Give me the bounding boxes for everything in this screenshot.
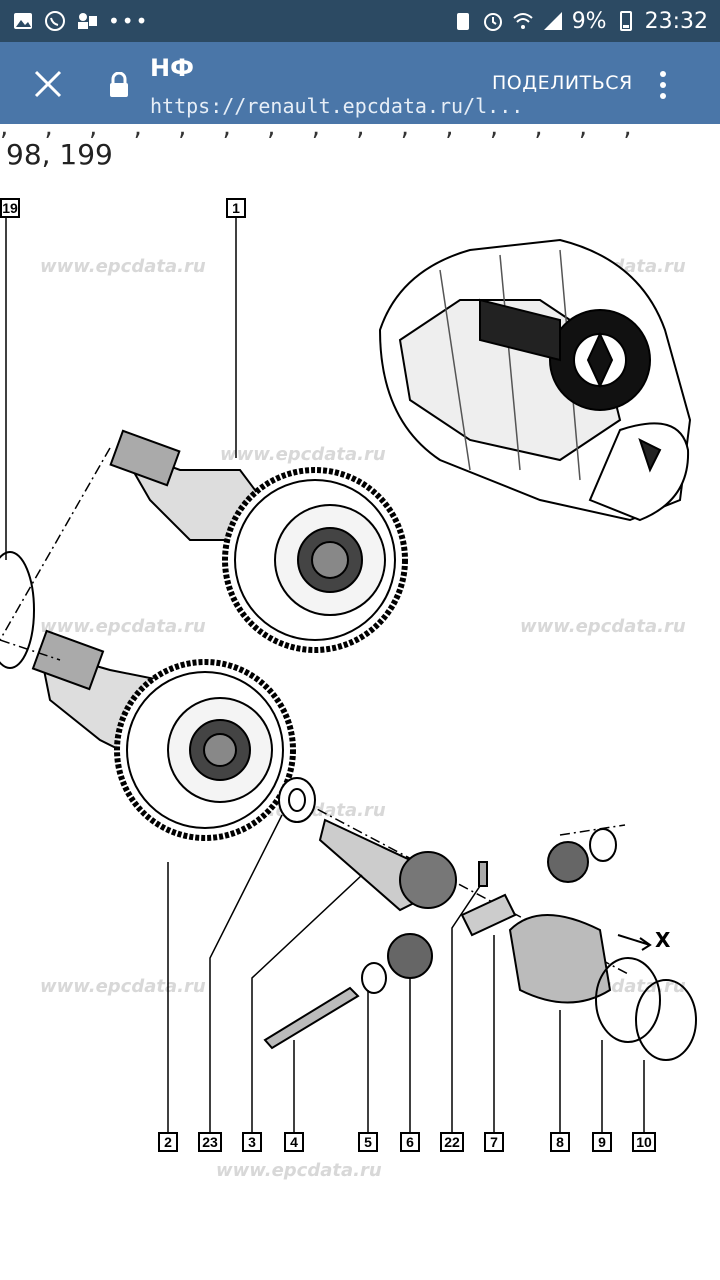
callout-3: 3	[242, 1132, 262, 1152]
battery-percent: 9%	[571, 8, 607, 34]
side-gear	[547, 841, 589, 883]
browser-toolbar: НФ https://renault.epcdata.ru/l... ПОДЕЛ…	[0, 42, 720, 124]
callout-2: 2	[158, 1132, 178, 1152]
url-text[interactable]: https://renault.epcdata.ru/l...	[150, 94, 524, 118]
washer-side	[589, 828, 617, 862]
callout-9: 9	[592, 1132, 612, 1152]
page-range-text: 98, 199	[6, 138, 113, 171]
watermark: www.epcdata.ru	[216, 1160, 382, 1181]
wifi-icon	[513, 13, 533, 29]
gallery-notification-icon	[14, 13, 32, 29]
callout-5: 5	[358, 1132, 378, 1152]
callout-8: 8	[550, 1132, 570, 1152]
pinion-shaft-3	[318, 818, 422, 912]
differential-case-8	[508, 914, 612, 1004]
callout-6: 6	[400, 1132, 420, 1152]
lower-gear-assembly	[31, 629, 296, 841]
lock-icon	[110, 72, 128, 97]
page-title: НФ	[150, 54, 194, 82]
callout-22: 22	[440, 1132, 464, 1152]
page-partial-line: , , , , , , , , , , , , , , ,	[0, 112, 646, 142]
callout-19: 19	[0, 198, 20, 218]
overflow-menu-icon[interactable]	[650, 68, 676, 102]
callout-10: 10	[632, 1132, 656, 1152]
viber-notification-icon	[45, 11, 65, 31]
sleeve-7	[460, 893, 517, 937]
user-notification-icon	[78, 13, 97, 29]
gearbox-housing	[378, 238, 692, 522]
direction-arrow	[617, 934, 652, 951]
close-icon[interactable]	[30, 66, 66, 102]
share-button[interactable]: ПОДЕЛИТЬСЯ	[492, 72, 633, 94]
battery-icon	[619, 11, 632, 31]
battery-saver-icon	[456, 13, 469, 30]
direction-label: X	[655, 928, 671, 952]
pinion-gear-3	[399, 851, 457, 909]
callout-7: 7	[484, 1132, 504, 1152]
clock: 23:32	[644, 8, 708, 34]
ring-9	[595, 957, 661, 1043]
roll-pin-22	[478, 861, 488, 887]
watermark: www.epcdata.ru	[40, 976, 206, 997]
watermark: www.epcdata.ru	[220, 444, 386, 465]
exploded-parts-diagram	[0, 218, 697, 1132]
callout-4: 4	[284, 1132, 304, 1152]
watermark: www.epcdata.ru	[40, 256, 206, 277]
callout-1: 1	[226, 198, 246, 218]
upper-gear-assembly	[109, 429, 408, 653]
circlip-10	[635, 979, 697, 1061]
status-bar: ••• 9% 23:32	[0, 0, 720, 42]
planet-gear-6	[387, 933, 433, 979]
washer-5	[361, 962, 387, 994]
signal-icon	[543, 12, 562, 30]
watermark: www.epcdata.ru	[520, 616, 686, 637]
alarm-icon	[483, 13, 502, 31]
more-notifications-icon: •••	[108, 9, 150, 33]
pin-4	[263, 986, 360, 1050]
callout-23: 23	[198, 1132, 222, 1152]
watermark: www.epcdata.ru	[40, 616, 206, 637]
